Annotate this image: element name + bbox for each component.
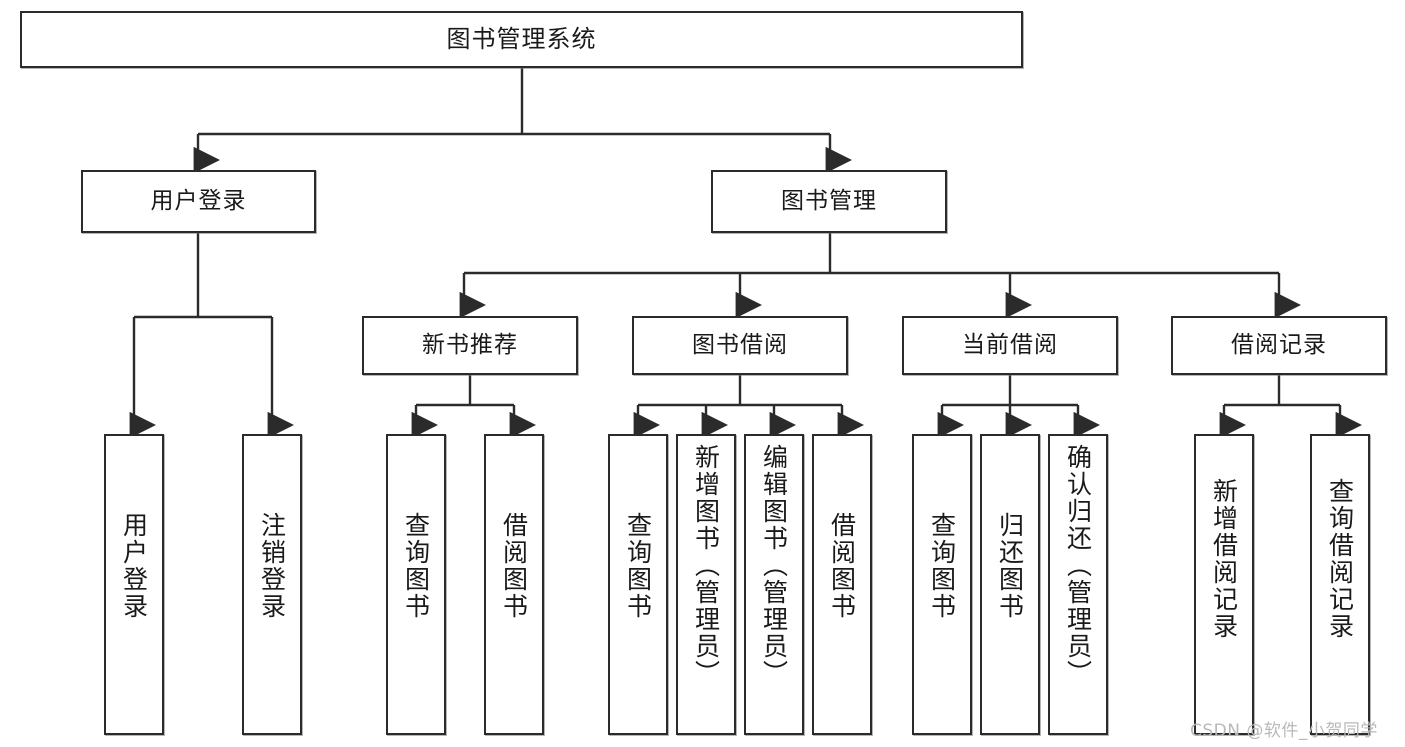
node-book-management[interactable]: 图书管理 bbox=[711, 170, 947, 233]
node-label: 归还图书 bbox=[995, 512, 1025, 620]
node-label: 新增借阅记录 bbox=[1209, 478, 1239, 640]
node-label: 图书管理 bbox=[781, 187, 877, 214]
node-label: 借阅记录 bbox=[1231, 331, 1327, 358]
node-label: 用户登录 bbox=[119, 512, 149, 620]
leaf-borrow-book-recommend[interactable]: 借阅图书 bbox=[484, 434, 544, 735]
node-user-login[interactable]: 用户登录 bbox=[81, 170, 316, 233]
node-label: 借阅图书 bbox=[827, 512, 857, 620]
leaf-query-book-recommend[interactable]: 查询图书 bbox=[386, 434, 446, 735]
node-label: 查询借阅记录 bbox=[1325, 478, 1355, 640]
node-new-book-recommend[interactable]: 新书推荐 bbox=[362, 316, 578, 375]
node-label: 新增图书（管理员） bbox=[691, 444, 721, 687]
leaf-query-book-current[interactable]: 查询图书 bbox=[912, 434, 972, 735]
node-label: 编辑图书（管理员） bbox=[759, 444, 789, 687]
node-label: 图书管理系统 bbox=[446, 25, 597, 54]
node-root-book-management-system[interactable]: 图书管理系统 bbox=[20, 11, 1023, 68]
node-label: 当前借阅 bbox=[962, 331, 1058, 358]
node-book-borrow[interactable]: 图书借阅 bbox=[632, 316, 848, 375]
node-label: 图书借阅 bbox=[692, 331, 788, 358]
node-label: 用户登录 bbox=[150, 187, 247, 214]
leaf-edit-book[interactable]: 编辑图书（管理员） bbox=[744, 434, 804, 735]
leaf-logout-login[interactable]: 注销登录 bbox=[242, 434, 302, 735]
node-label: 查询图书 bbox=[401, 512, 431, 620]
csdn-watermark: CSDN @软件_小贺同学 bbox=[1190, 721, 1378, 741]
node-label: 借阅图书 bbox=[499, 512, 529, 620]
leaf-borrow-book[interactable]: 借阅图书 bbox=[812, 434, 872, 735]
leaf-confirm-return[interactable]: 确认归还（管理员） bbox=[1048, 434, 1108, 735]
leaf-add-borrow-record[interactable]: 新增借阅记录 bbox=[1194, 434, 1254, 735]
node-label: 查询图书 bbox=[927, 512, 957, 620]
leaf-add-book[interactable]: 新增图书（管理员） bbox=[676, 434, 736, 735]
node-label: 注销登录 bbox=[257, 512, 287, 620]
node-current-borrow[interactable]: 当前借阅 bbox=[902, 316, 1118, 375]
node-label: 新书推荐 bbox=[422, 331, 518, 358]
node-label: 查询图书 bbox=[623, 512, 653, 620]
leaf-query-book-borrow[interactable]: 查询图书 bbox=[608, 434, 668, 735]
node-label: 确认归还（管理员） bbox=[1063, 444, 1093, 687]
node-borrow-record[interactable]: 借阅记录 bbox=[1171, 316, 1387, 375]
leaf-query-borrow-record[interactable]: 查询借阅记录 bbox=[1310, 434, 1370, 735]
leaf-user-login[interactable]: 用户登录 bbox=[104, 434, 164, 735]
leaf-return-book[interactable]: 归还图书 bbox=[980, 434, 1040, 735]
